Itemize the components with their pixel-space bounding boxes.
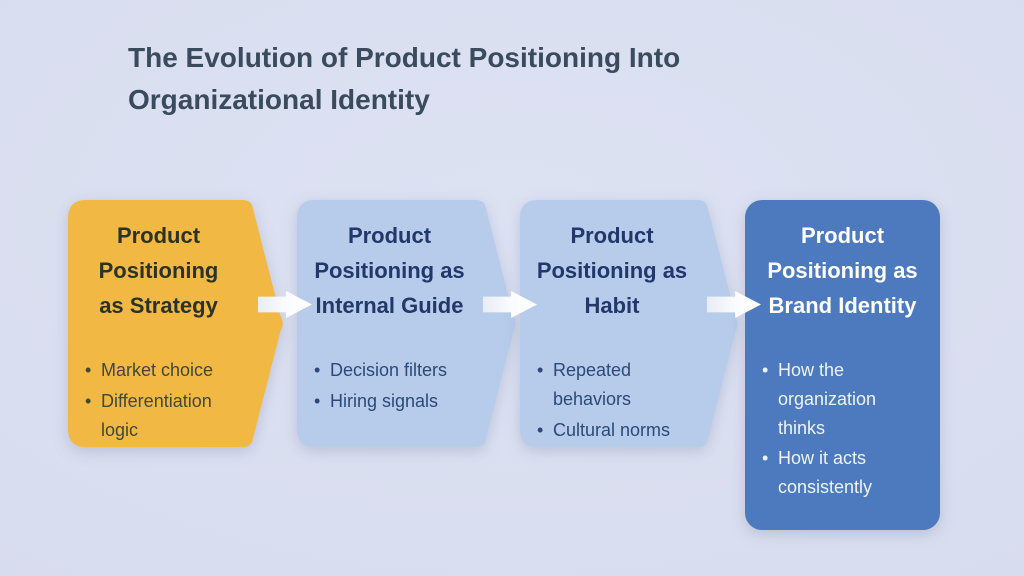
step-content: Product Positioning as Habit Repeated be…	[520, 200, 704, 447]
step-content: Product Positioning as Internal Guide De…	[297, 200, 482, 447]
slide-title: The Evolution of Product Positioning Int…	[128, 41, 681, 116]
chevron-shape	[297, 200, 516, 447]
step-title: Product Positioning as Habit	[536, 223, 688, 319]
step-title: Product Positioning as Brand Identity	[767, 223, 918, 319]
bullet-item: How the organization thinks	[761, 356, 924, 442]
bullet-item: Decision filters	[313, 356, 466, 385]
flow-step-habit: Product Positioning as Habit Repeated be…	[520, 200, 740, 447]
flow-step-brand-identity: Product Positioning as Brand Identity Ho…	[745, 200, 940, 530]
chevron-shape	[68, 200, 283, 447]
flow-step-internal-guide: Product Positioning as Internal Guide De…	[297, 200, 518, 447]
bullet-item: Cultural norms	[536, 416, 688, 445]
bullet-item: Market choice	[84, 356, 233, 385]
step-content: Product Positioning as Brand Identity Ho…	[745, 200, 940, 530]
step-title: Product Positioning as Strategy	[98, 223, 219, 319]
step-bullets: Decision filters Hiring signals	[313, 356, 466, 416]
bullet-item: Hiring signals	[313, 387, 466, 416]
step-content: Product Positioning as Strategy Market c…	[68, 200, 249, 447]
step-bullets: Market choice Differentiation logic	[84, 356, 233, 444]
bullet-item: Repeated behaviors	[536, 356, 688, 414]
bullet-item: Differentiation logic	[84, 387, 233, 445]
step-bullets: Repeated behaviors Cultural norms	[536, 356, 688, 444]
bullet-item: How it acts consistently	[761, 444, 924, 502]
flow-step-strategy: Product Positioning as Strategy Market c…	[68, 200, 285, 447]
step-bullets: How the organization thinks How it acts …	[761, 356, 924, 502]
step-title: Product Positioning as Internal Guide	[314, 223, 465, 319]
